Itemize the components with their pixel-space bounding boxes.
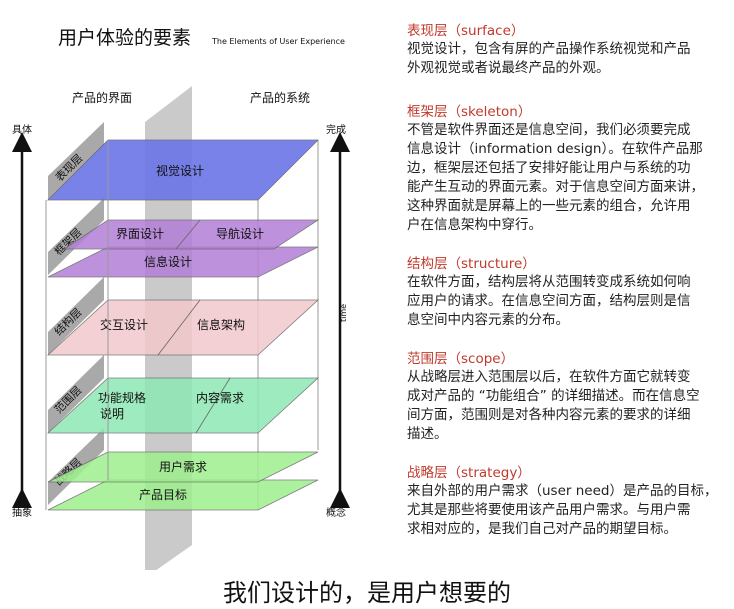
page-subtitle: The Elements of User Experience bbox=[211, 37, 345, 46]
section-skeleton-line: 信息设计（information design）。在软件产品那 bbox=[407, 141, 703, 157]
section-scope-line: 间方面，范围则是对各种内容元素的要求的详细 bbox=[407, 407, 691, 423]
section-scope-title: 范围层（scope） bbox=[407, 351, 515, 367]
plane-surface bbox=[47, 139, 319, 201]
plane-information-design bbox=[47, 246, 319, 278]
item-visual-design: 视觉设计 bbox=[156, 163, 204, 178]
layer-surface: 视觉设计 bbox=[47, 139, 319, 201]
layer-strategy: 产品目标 用户需求 bbox=[47, 451, 319, 511]
tab-strategy bbox=[48, 428, 104, 505]
axis-right-time-label: time bbox=[339, 304, 348, 322]
item-functional-spec-line1: 功能规格 bbox=[98, 390, 146, 405]
section-scope: 范围层（scope） 从战略层进入范围层以后，在软件方面它就转变 成对产品的 “… bbox=[407, 350, 727, 444]
tab-surface bbox=[48, 122, 104, 200]
tab-skeleton bbox=[48, 198, 104, 275]
item-product-goal: 产品目标 bbox=[139, 488, 187, 502]
section-skeleton-line: 不管是软件界面还是信息空间，我们必须要完成 bbox=[407, 122, 691, 138]
plane-user-need bbox=[47, 451, 319, 483]
section-scope-line: 描述。 bbox=[407, 426, 448, 442]
section-strategy-line: 求相对应的，是我们自己对产品的期望目标。 bbox=[407, 521, 677, 537]
section-skeleton-line: 能产生互动的界面元素。对于信息空间方面来讲， bbox=[407, 179, 704, 195]
section-structure-title: 结构层（structure） bbox=[407, 256, 536, 272]
column-header-interface: 产品的界面 bbox=[72, 90, 132, 105]
item-information-design: 信息设计 bbox=[144, 254, 192, 269]
plane-structure bbox=[46, 299, 320, 356]
section-strategy: 战略层（strategy） 来自外部的用户需求（user need）是产品的目标… bbox=[407, 464, 727, 539]
layer-scope: 功能规格 说明 内容需求 bbox=[46, 377, 320, 434]
section-skeleton: 框架层（skeleton） 不管是软件界面还是信息空间，我们必须要完成 信息设计… bbox=[407, 103, 727, 235]
section-surface-title: 表现层（surface） bbox=[407, 23, 525, 39]
layer-skeleton: 信息设计 界面设计 导航设计 bbox=[47, 219, 320, 278]
page-title: 用户体验的要素 bbox=[58, 27, 191, 49]
ux-elements-diagram: 用户体验的要素 The Elements of User Experience … bbox=[12, 27, 350, 570]
tab-structure bbox=[48, 277, 104, 355]
section-surface: 表现层（surface） 视觉设计，包含有屏的产品操作系统视觉和产品 外观视觉或… bbox=[407, 22, 727, 78]
section-surface-line: 外观视觉或者说最终产品的外观。 bbox=[407, 60, 610, 76]
item-interface-design: 界面设计 bbox=[116, 227, 164, 241]
section-structure-line: 在软件方面，结构层将从范围转变成系统如何响 bbox=[407, 274, 691, 290]
item-functional-spec-line2: 说明 bbox=[100, 406, 124, 421]
footer-slogan: 我们设计的，是用户想要的 bbox=[223, 579, 511, 607]
layer-tabs: 表现层 框架层 结构层 范围层 战略层 bbox=[48, 122, 104, 505]
column-header-system: 产品的系统 bbox=[250, 90, 310, 105]
section-scope-line: 从战略层进入范围层以后，在软件方面它就转变 bbox=[407, 369, 691, 385]
plane-scope bbox=[46, 377, 320, 434]
item-information-architecture: 信息架构 bbox=[197, 317, 245, 332]
item-navigation-design: 导航设计 bbox=[216, 226, 264, 241]
plane-interface-navigation bbox=[62, 219, 320, 250]
section-scope-line: 成对产品的 “功能组合” 的详细描述。而在信息空 bbox=[407, 388, 700, 404]
axis-right-bottom-label: 概念 bbox=[326, 506, 346, 519]
axis-right-top-label: 完成 bbox=[326, 123, 346, 136]
section-structure-line: 息空间中内容元素的分布。 bbox=[407, 312, 569, 328]
section-skeleton-line: 户在信息架构中穿行。 bbox=[407, 217, 542, 233]
tab-scope bbox=[48, 355, 104, 433]
section-strategy-title: 战略层（strategy） bbox=[407, 465, 531, 481]
axis-left-top-label: 具体 bbox=[12, 124, 32, 136]
item-content-requirements: 内容需求 bbox=[196, 390, 244, 405]
section-skeleton-line: 这种界面就是屏幕上的一些元素的组合，允许用 bbox=[407, 198, 691, 214]
plane-product-goal bbox=[47, 479, 319, 511]
section-structure-line: 应用户的请求。在信息空间方面，结构层则是信 bbox=[407, 293, 691, 309]
section-skeleton-line: 边，框架层还包括了安排好能让用户与系统的功 bbox=[407, 160, 691, 176]
section-structure: 结构层（structure） 在软件方面，结构层将从范围转变成系统如何响 应用户… bbox=[407, 255, 727, 330]
section-skeleton-title: 框架层（skeleton） bbox=[407, 104, 532, 120]
axis-left-bottom-label: 抽象 bbox=[12, 506, 32, 519]
item-interaction-design: 交互设计 bbox=[100, 317, 148, 332]
section-strategy-line: 来自外部的用户需求（user need）是产品的目标， bbox=[407, 483, 718, 499]
item-user-need: 用户需求 bbox=[159, 459, 207, 474]
section-strategy-line: 尤其是那些将要使用该产品用户需求。与用户需 bbox=[407, 502, 691, 518]
layer-structure: 交互设计 信息架构 bbox=[46, 299, 320, 356]
section-surface-line: 视觉设计，包含有屏的产品操作系统视觉和产品 bbox=[407, 41, 691, 57]
